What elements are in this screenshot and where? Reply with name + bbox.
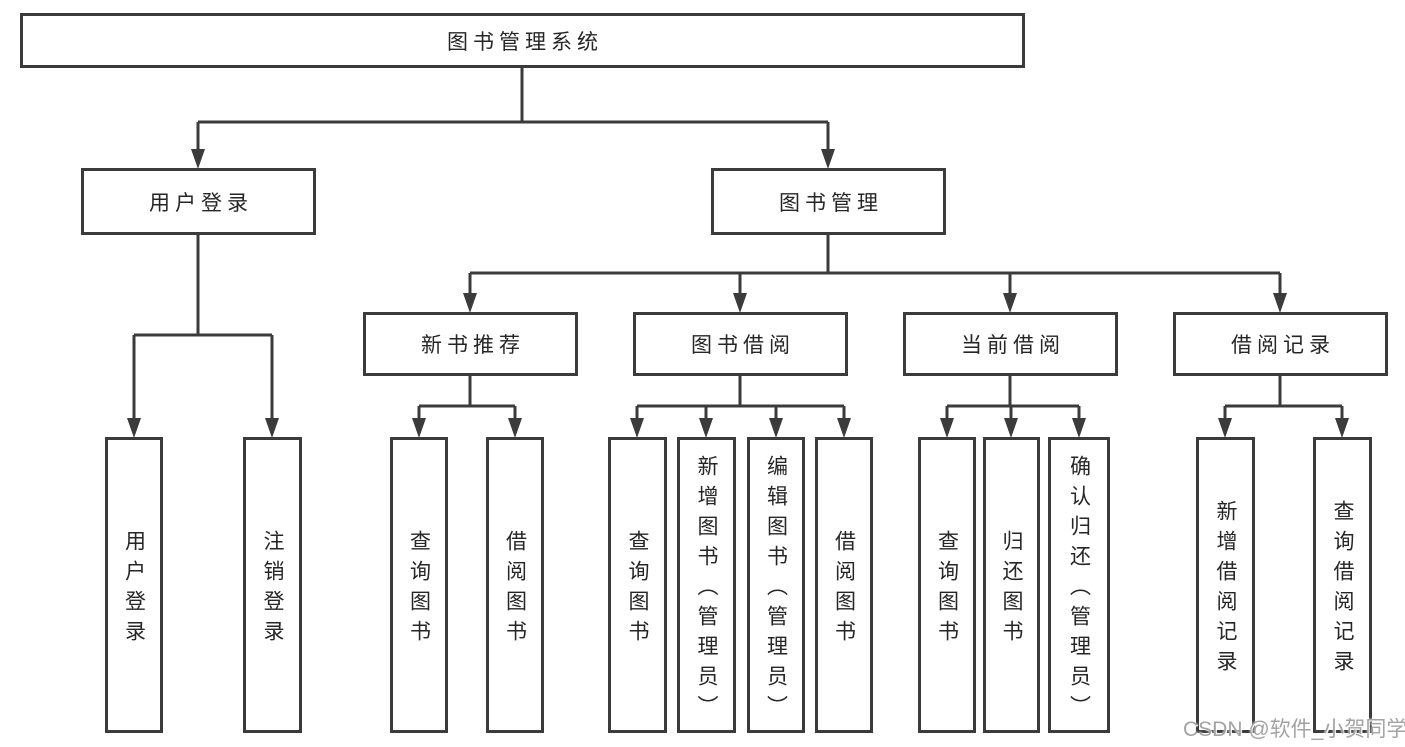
node-book-borrowing: 图书借阅 <box>633 312 848 376</box>
leaf-user-login: 用户登录 <box>105 437 163 733</box>
leaf-edit-book-admin: 编辑图书（管理员） <box>747 437 805 733</box>
node-current-borrowing-label: 当前借阅 <box>961 334 1065 357</box>
leaf-return-book: 归还图书 <box>983 437 1040 733</box>
leaf-query-book-3: 查询图书 <box>918 437 976 733</box>
node-borrowing-records: 借阅记录 <box>1173 312 1388 376</box>
node-user-login: 用户登录 <box>81 168 316 235</box>
leaf-edit-book-admin-label: 编辑图书（管理员） <box>764 454 788 725</box>
node-new-book-recommend-label: 新书推荐 <box>421 334 525 357</box>
leaf-query-book-2-label: 查询图书 <box>626 529 649 650</box>
node-current-borrowing: 当前借阅 <box>903 312 1118 376</box>
node-book-management: 图书管理 <box>711 168 946 235</box>
leaf-logout-label: 注销登录 <box>261 529 284 650</box>
node-new-book-recommend: 新书推荐 <box>363 312 578 376</box>
leaf-confirm-return-admin-label: 确认归还（管理员） <box>1067 454 1091 725</box>
leaf-add-book-admin: 新增图书（管理员） <box>677 437 736 733</box>
leaf-add-book-admin-label: 新增图书（管理员） <box>695 454 718 725</box>
leaf-borrow-book-2: 借阅图书 <box>815 437 873 733</box>
leaf-borrow-book-1: 借阅图书 <box>486 437 544 733</box>
node-borrowing-records-label: 借阅记录 <box>1231 334 1335 357</box>
node-book-borrowing-label: 图书借阅 <box>691 334 795 357</box>
leaf-query-book-1-label: 查询图书 <box>407 529 431 650</box>
leaf-user-login-label: 用户登录 <box>122 529 146 650</box>
leaf-logout: 注销登录 <box>243 437 302 733</box>
leaf-query-borrow-record-label: 查询借阅记录 <box>1331 499 1354 680</box>
node-root-label: 图书管理系统 <box>447 30 603 54</box>
leaf-borrow-book-2-label: 借阅图书 <box>832 529 856 650</box>
leaf-borrow-book-1-label: 借阅图书 <box>503 529 527 650</box>
node-book-management-label: 图书管理 <box>779 191 883 215</box>
leaf-query-book-1: 查询图书 <box>390 437 448 733</box>
leaf-return-book-label: 归还图书 <box>1000 529 1023 650</box>
csdn-watermark: CSDN @软件_小贺同学 <box>1183 718 1405 741</box>
leaf-confirm-return-admin: 确认归还（管理员） <box>1048 437 1110 733</box>
node-root: 图书管理系统 <box>20 13 1025 68</box>
leaf-add-borrow-record-label: 新增借阅记录 <box>1214 499 1237 680</box>
leaf-query-borrow-record: 查询借阅记录 <box>1313 437 1372 733</box>
leaf-add-borrow-record: 新增借阅记录 <box>1196 437 1255 733</box>
node-user-login-label: 用户登录 <box>149 191 253 215</box>
leaf-query-book-2: 查询图书 <box>608 437 667 733</box>
leaf-query-book-3-label: 查询图书 <box>935 529 959 650</box>
